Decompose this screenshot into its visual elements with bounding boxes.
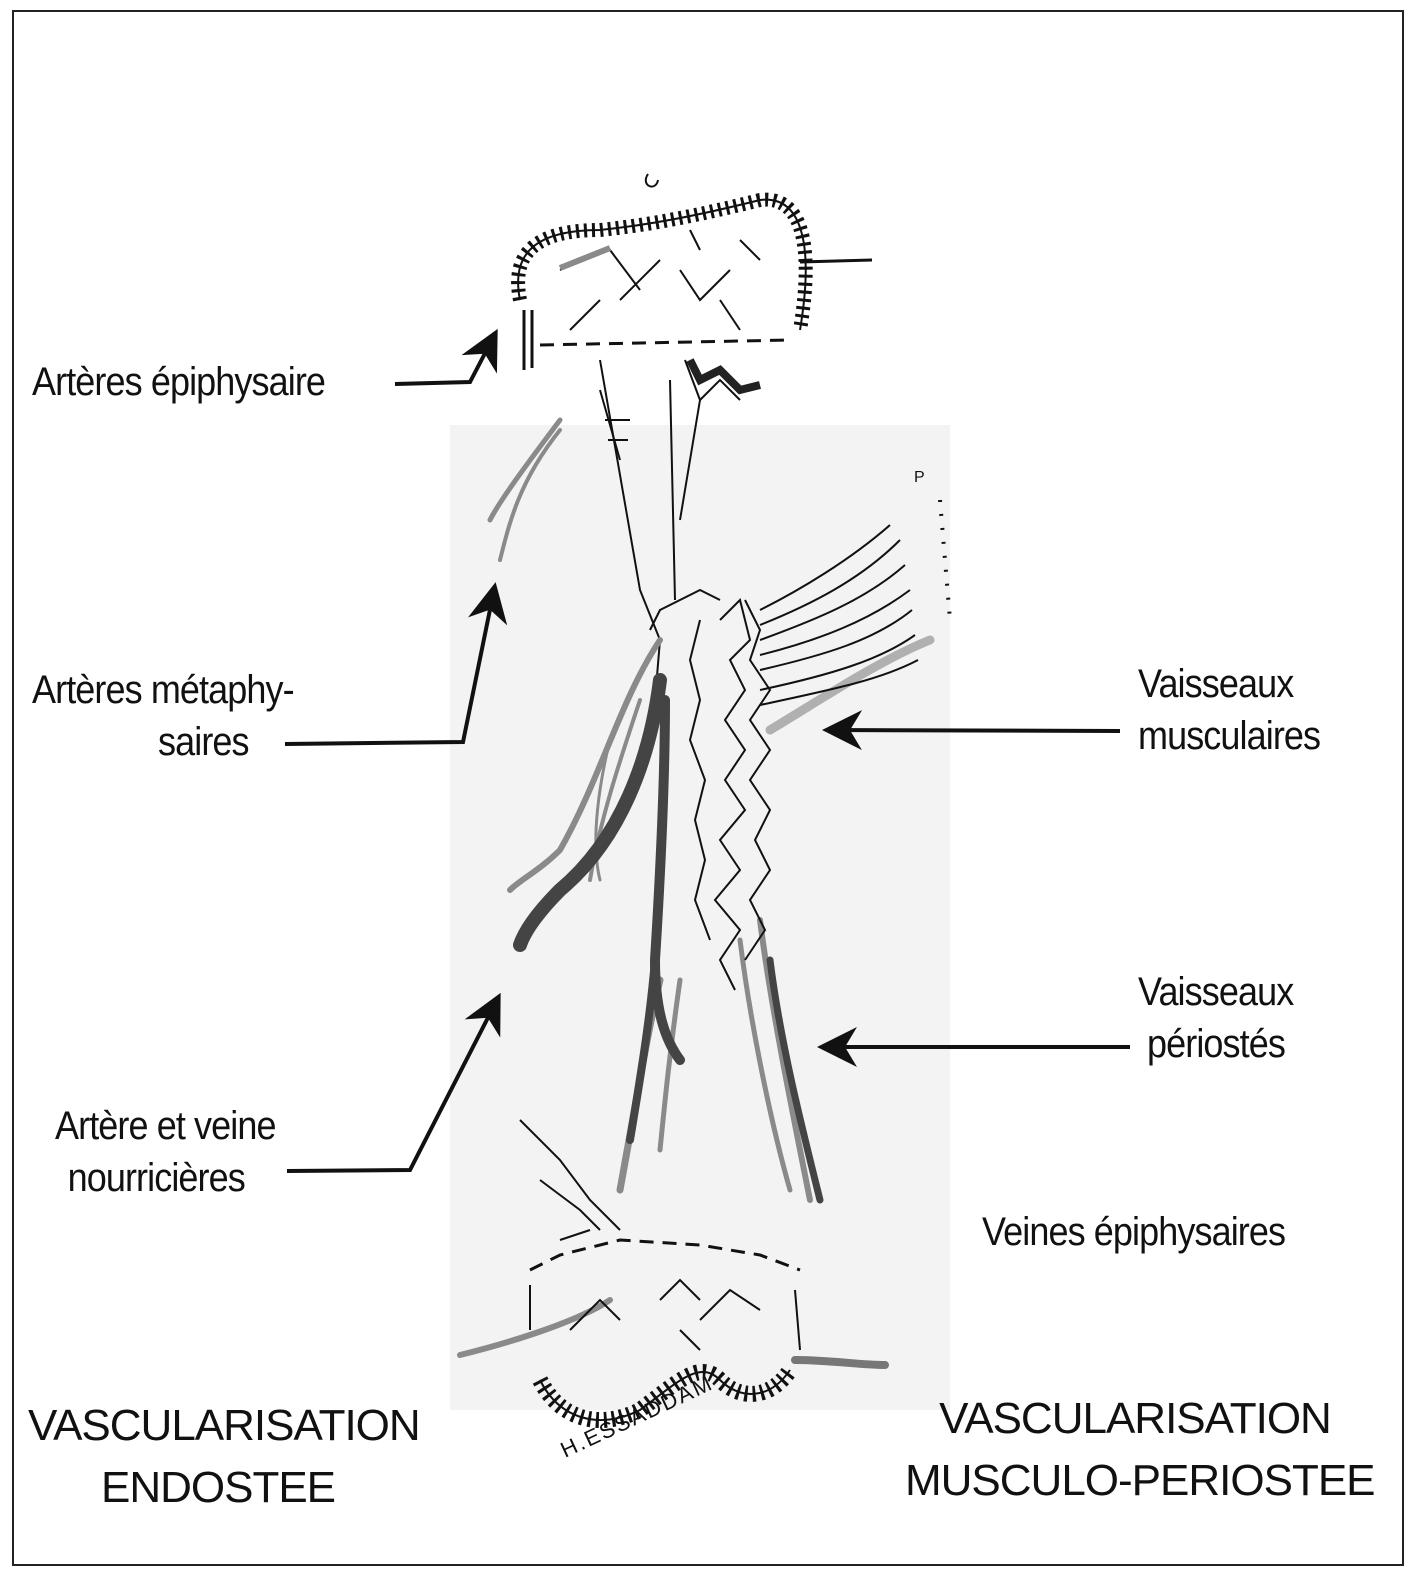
label-artere-veine-nourricieres: Artère et veine nourricières	[55, 1100, 276, 1204]
leader-lines	[285, 336, 1130, 1171]
diaphysis	[600, 360, 760, 700]
periosteal-plexus	[650, 500, 950, 990]
gray-vessels	[460, 420, 930, 1365]
label-arteres-epiphysaire: Artères épiphysaire	[32, 356, 325, 408]
label-vaisseaux-periostes: Vaisseaux périostés	[1138, 966, 1293, 1070]
small-mark: P	[914, 469, 925, 486]
label-arteres-metaphysaires: Artères métaphy- saires	[32, 664, 294, 768]
label-veines-epiphysaires: Veines épiphysaires	[982, 1206, 1285, 1258]
arrow-artere-veine	[287, 1000, 497, 1171]
label-vaisseaux-musculaires: Vaisseaux musculaires	[1138, 658, 1320, 762]
arrow-arteres-metaphysaires	[285, 590, 494, 744]
arrow-vaisseaux-musculaires	[830, 730, 1120, 731]
top-mark	[646, 174, 658, 187]
title-vascularisation-musculo-periostee: VASCULARISATION MUSCULO-PERIOSTEE	[905, 1388, 1365, 1512]
lower-epiphysis	[520, 1120, 800, 1420]
arrow-arteres-epiphysaire	[395, 336, 494, 384]
title-vascularisation-endostee: VASCULARISATION ENDOSTEE	[28, 1395, 408, 1519]
upper-epiphysis	[518, 200, 872, 370]
